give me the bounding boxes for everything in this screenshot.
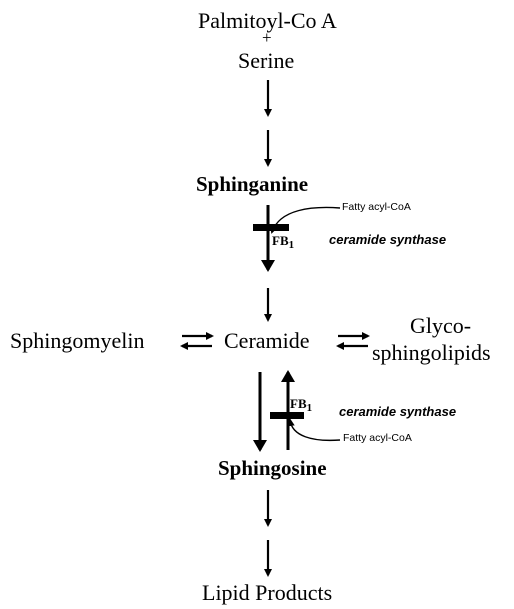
fatty-acyl-coa-curve-lower (286, 418, 341, 442)
fatty-acyl-coa-curve-upper (270, 206, 341, 234)
node-lipid-products: Lipid Products (202, 580, 333, 605)
node-sphingomyelin: Sphingomyelin (10, 328, 145, 353)
node-palmitoyl-coa: Palmitoyl-Co A (198, 8, 337, 33)
node-glyco-line2: sphingolipids (372, 340, 491, 365)
fb1-block-bar-lower (270, 412, 304, 419)
cofactor-fatty-acyl-coa-lower: Fatty acyl-CoA (343, 432, 412, 444)
inhibitor-fb1-upper-label: FB (272, 233, 289, 248)
cofactor-fatty-acyl-coa-upper: Fatty acyl-CoA (342, 201, 411, 213)
inhibitor-fb1-lower-subscript: 1 (306, 402, 313, 414)
inhibitor-fb1-lower-label: FB (290, 396, 307, 411)
enzyme-ceramide-synthase-upper: ceramide synthase (329, 232, 447, 247)
node-serine: Serine (238, 48, 295, 73)
inhibitor-fb1-upper: FB1 (272, 233, 294, 251)
plus-sign: + (262, 28, 272, 47)
enzyme-ceramide-synthase-lower: ceramide synthase (339, 404, 457, 419)
inhibitor-fb1-lower: FB1 (290, 396, 312, 414)
fb1-block-bar-upper (253, 224, 289, 231)
node-glyco-line1: Glyco- (410, 313, 472, 338)
node-sphinganine: Sphinganine (196, 172, 309, 196)
inhibitor-fb1-upper-subscript: 1 (288, 239, 295, 251)
node-sphingosine: Sphingosine (218, 456, 327, 480)
node-ceramide: Ceramide (224, 328, 310, 353)
